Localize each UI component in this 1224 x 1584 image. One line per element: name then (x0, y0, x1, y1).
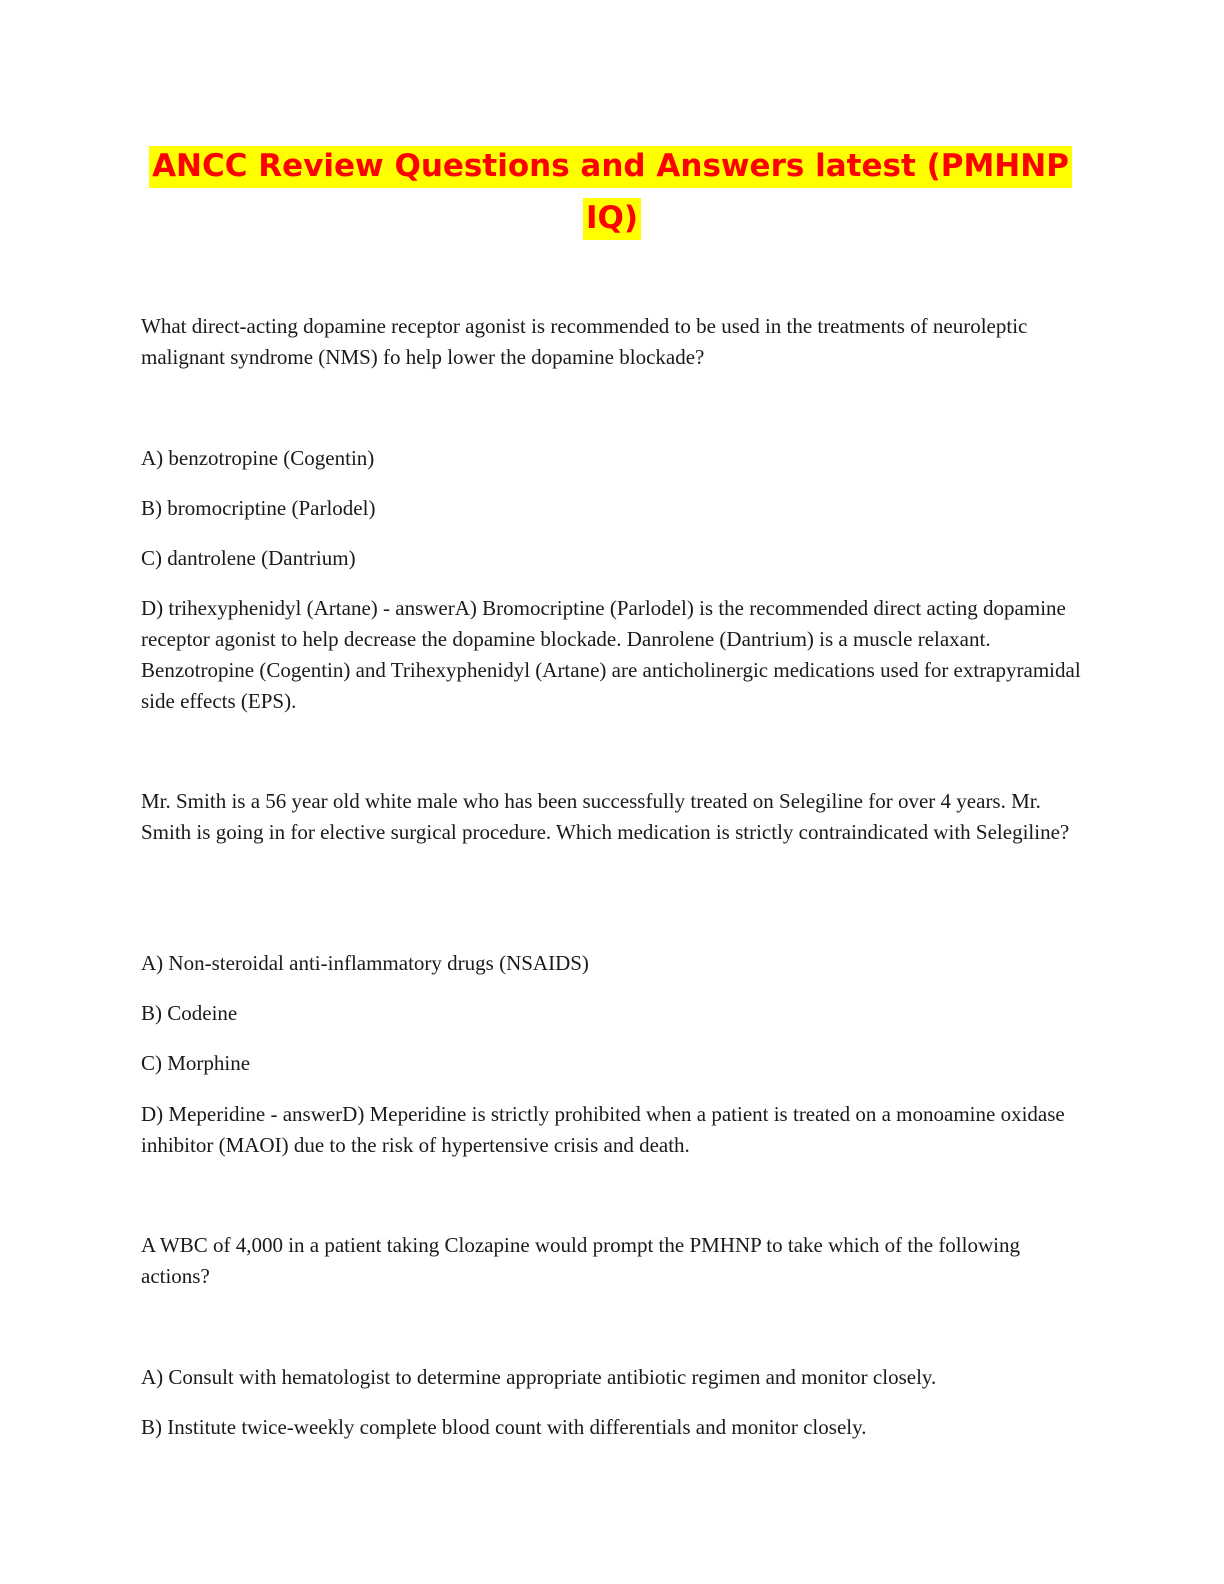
question-3-option-b: B) Institute twice-weekly complete blood… (141, 1415, 867, 1439)
document-title-text: ANCC Review Questions and Answers latest… (149, 146, 1072, 240)
question-1-option-d-answer: D) trihexyphenidyl (Artane) - answerA) B… (141, 596, 1081, 713)
question-2-option-a: A) Non-steroidal anti-inflammatory drugs… (141, 951, 589, 975)
question-2-option-d-answer: D) Meperidine - answerD) Meperidine is s… (141, 1102, 1065, 1157)
document-title: ANCC Review Questions and Answers latest… (120, 140, 1104, 244)
question-2-option-b: B) Codeine (141, 1001, 238, 1025)
question-2-option-c: C) Morphine (141, 1051, 251, 1075)
question-1-option-c: C) dantrolene (Dantrium) (141, 546, 356, 570)
question-1-option-a: A) benzotropine (Cogentin) (141, 446, 375, 470)
question-1-text: What direct-acting dopamine receptor ago… (141, 314, 1028, 369)
question-1-option-b: B) bromocriptine (Parlodel) (141, 496, 376, 520)
question-2-text: Mr. Smith is a 56 year old white male wh… (141, 789, 1070, 844)
question-3-text: A WBC of 4,000 in a patient taking Cloza… (141, 1233, 1020, 1288)
question-3-option-a: A) Consult with hematologist to determin… (141, 1365, 937, 1389)
